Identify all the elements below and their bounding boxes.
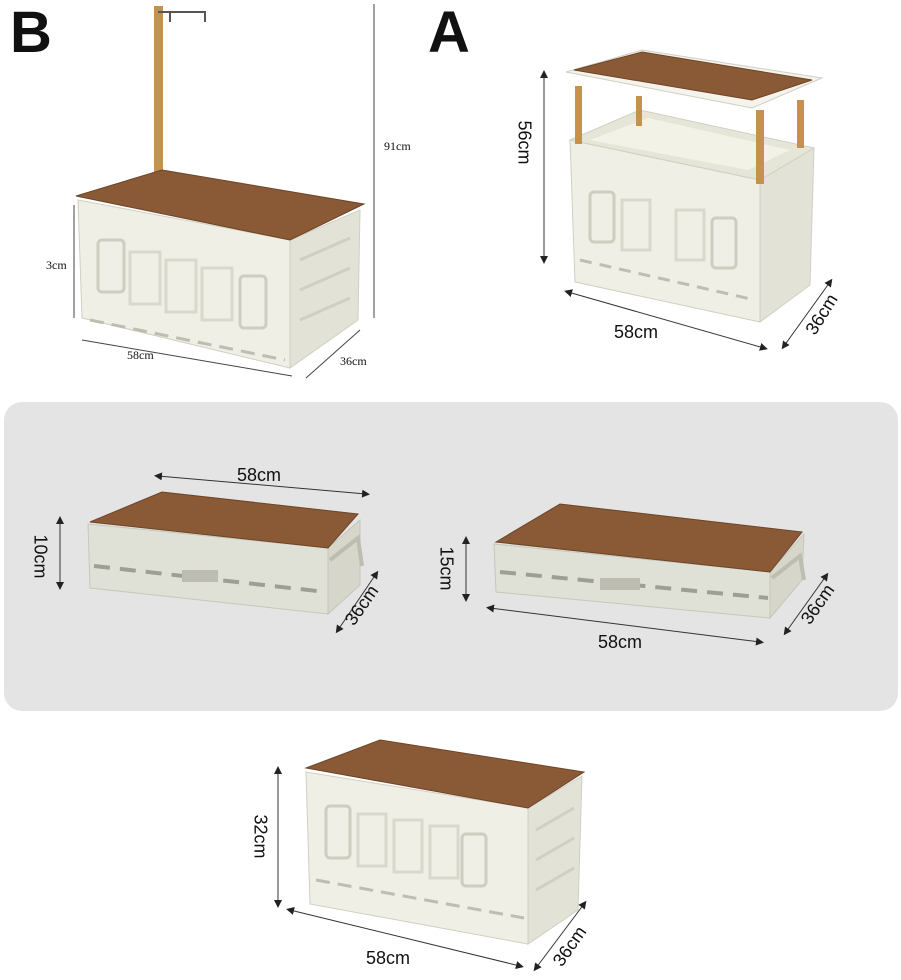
box-b-with-pole [73,4,375,379]
folded2-height-label: 15cm [436,546,457,591]
folded-box-2 [462,503,829,646]
variant-b-label: B [10,0,52,65]
b-length-label: 58cm [127,348,154,362]
b-height-label: 91cm [384,139,411,153]
b-side-height-label: 3cm [46,258,67,272]
folded1-height-label: 10cm [30,534,51,579]
box-a-shelf [540,49,833,351]
closed-height-label: 32cm [250,814,271,859]
closed-box [274,739,587,972]
b-width-label: 36cm [340,354,367,368]
a-length-label: 58cm [614,322,659,342]
folded2-length-label: 58cm [598,632,643,652]
folded1-length-label: 58cm [237,465,282,485]
variant-a-label: A [428,0,470,65]
folded-box-1 [56,472,379,634]
closed-length-label: 58cm [366,948,411,968]
a-height-label: 56cm [514,120,535,165]
